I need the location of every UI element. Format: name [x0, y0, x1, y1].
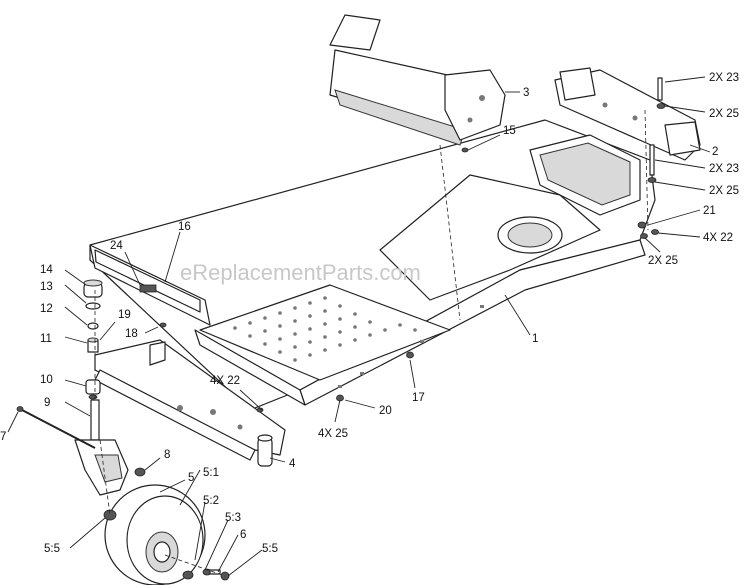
callout-18: 18 [125, 328, 138, 340]
callout-20: 20 [379, 405, 392, 417]
misc-hardware [159, 322, 414, 413]
main-frame [89, 119, 656, 411]
callout-2x25-mid: 2X 25 [709, 185, 739, 197]
callout-15: 15 [503, 125, 516, 137]
watermark: eReplacementParts.com [180, 260, 421, 285]
callout-5-3: 5:3 [225, 512, 241, 524]
callout-11: 11 [40, 333, 52, 345]
callout-13: 13 [40, 281, 53, 293]
callout-5-2: 5:2 [203, 495, 219, 507]
caster-bolt [16, 406, 96, 449]
floor-perforations [233, 296, 417, 362]
callout-5-5-left: 5:5 [44, 543, 60, 555]
bumper-bolts [461, 77, 666, 239]
callout-2x23-top: 2X 23 [709, 72, 739, 84]
callout-5-1: 5:1 [203, 467, 219, 479]
callout-4x25: 4X 25 [318, 428, 348, 440]
callout-14: 14 [40, 264, 53, 276]
front-step-plate [89, 244, 211, 326]
leader-lines [7, 76, 711, 577]
assembly-lines [94, 109, 649, 577]
callout-3: 3 [523, 87, 529, 99]
callout-12: 12 [40, 303, 53, 315]
callout-24: 24 [110, 240, 123, 252]
callout-6: 6 [240, 529, 246, 541]
callout-4: 4 [289, 458, 296, 470]
callout-10: 10 [40, 374, 53, 386]
rear-bumper [554, 67, 701, 161]
callout-17: 17 [412, 392, 425, 404]
callout-8: 8 [164, 449, 170, 461]
caster-fork [74, 399, 146, 496]
callout-2x23-mid: 2X 23 [709, 163, 739, 175]
callout-2x25-low: 2X 25 [648, 255, 678, 267]
callout-4x22-right: 4X 22 [703, 232, 733, 244]
callout-4x22-front: 4X 22 [210, 375, 240, 387]
callout-21: 21 [703, 205, 716, 217]
callout-9: 9 [44, 397, 50, 409]
caster-wheel [103, 484, 230, 585]
callout-2x25-top: 2X 25 [709, 108, 739, 120]
seat-mount-bracket [329, 14, 506, 146]
callout-5-5-right: 5:5 [262, 543, 278, 555]
callout-19: 19 [118, 309, 131, 321]
callout-5: 5 [188, 472, 194, 484]
callout-7: 7 [0, 431, 6, 443]
callout-1: 1 [532, 333, 538, 345]
callout-2: 2 [712, 146, 718, 158]
caster-stack [83, 279, 103, 400]
callout-labels: 3 2X 23 2X 25 2 2X 23 2X 25 21 4X 22 2X … [0, 72, 739, 555]
callout-16: 16 [178, 221, 191, 233]
